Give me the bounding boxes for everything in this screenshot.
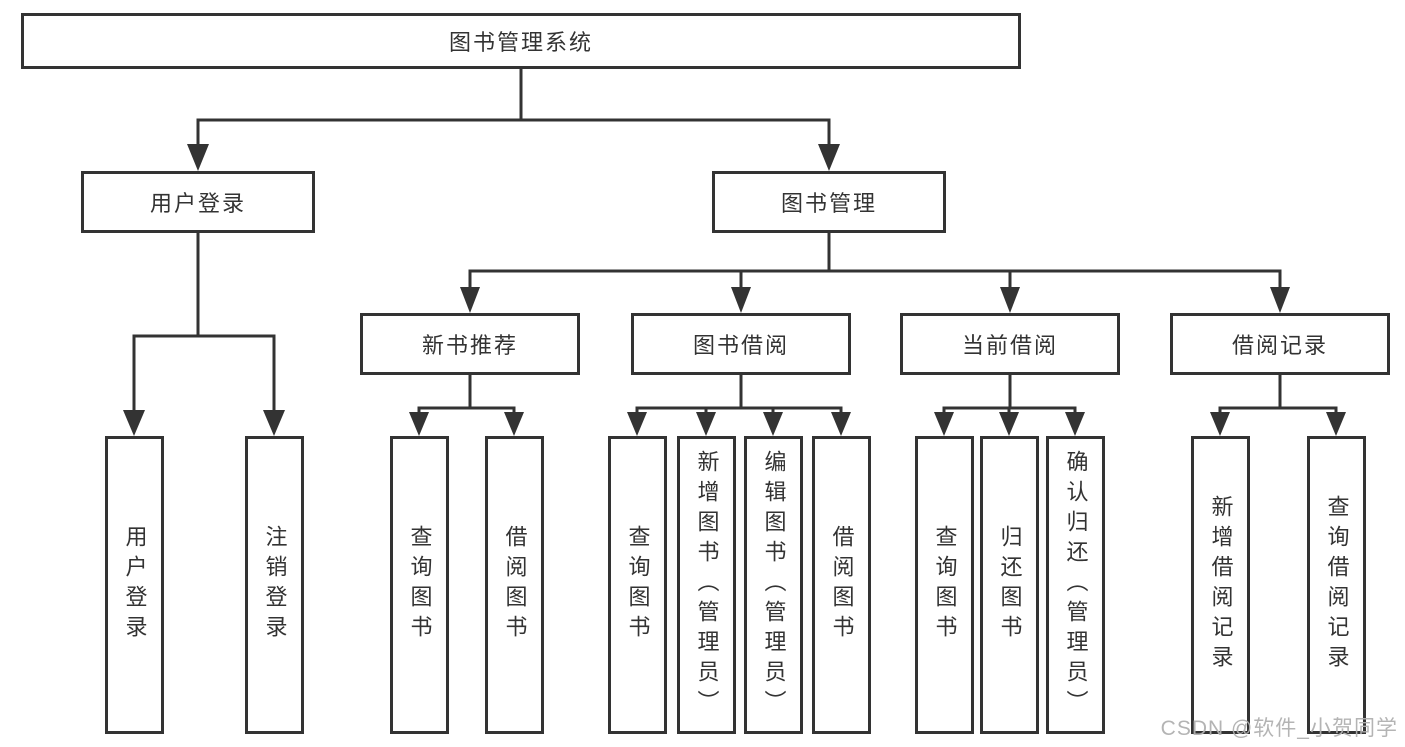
arrowhead-icon: [1326, 412, 1346, 436]
arrowhead-icon: [409, 412, 429, 436]
leaf-current-return-book: 归还图书: [980, 436, 1039, 734]
node-label: 借阅记录: [1231, 333, 1328, 358]
arrowhead-icon: [123, 410, 145, 436]
arrowhead-icon: [1270, 287, 1290, 313]
arrowhead-icon: [187, 144, 209, 171]
leaf-record-add-borrow-record: 新增借阅记录: [1191, 436, 1250, 734]
leaf-recommend-query-book: 查询图书: [390, 436, 449, 734]
arrowhead-icon: [263, 410, 285, 436]
edges-current-borrow-to-leaves: [934, 373, 1085, 436]
arrowhead-icon: [627, 412, 647, 436]
arrowhead-icon: [1000, 287, 1020, 313]
arrowhead-icon: [1065, 412, 1085, 436]
node-new-book-recommend: 新书推荐: [360, 313, 580, 375]
node-label: 借阅图书: [829, 525, 855, 645]
node-label: 新增图书（管理员）: [694, 450, 720, 720]
node-label: 借阅图书: [502, 525, 528, 645]
arrowhead-icon: [818, 144, 840, 171]
node-label: 查询图书: [932, 525, 958, 645]
leaf-logout-login: 注销登录: [245, 436, 304, 734]
node-library-management-system: 图书管理系统: [21, 13, 1021, 69]
edges-new-book-recommend-to-leaves: [409, 373, 524, 436]
node-label: 新书推荐: [421, 333, 518, 358]
node-user-login: 用户登录: [81, 171, 315, 233]
arrowhead-icon: [696, 412, 716, 436]
node-label: 查询借阅记录: [1324, 495, 1350, 675]
node-label: 确认归还（管理员）: [1063, 450, 1089, 720]
arrowhead-icon: [504, 412, 524, 436]
node-label: 编辑图书（管理员）: [761, 450, 787, 720]
node-label: 新增借阅记录: [1208, 495, 1234, 675]
csdn-watermark: CSDN @软件_小贺同学: [1160, 717, 1398, 740]
edges-borrow-record-to-leaves: [1210, 373, 1346, 436]
node-label: 查询图书: [407, 525, 433, 645]
leaf-record-query-borrow-record: 查询借阅记录: [1307, 436, 1366, 734]
node-book-management: 图书管理: [712, 171, 946, 233]
node-book-borrow: 图书借阅: [631, 313, 851, 375]
leaf-borrow-edit-book-admin: 编辑图书（管理员）: [744, 436, 803, 734]
node-label: 归还图书: [997, 525, 1023, 645]
arrowhead-icon: [1210, 412, 1230, 436]
node-label: 当前借阅: [961, 333, 1058, 358]
edges-root-to-level2: [187, 67, 840, 171]
node-label: 注销登录: [262, 525, 288, 645]
leaf-borrow-query-book: 查询图书: [608, 436, 667, 734]
node-label: 图书管理: [780, 191, 877, 216]
node-label: 图书借阅: [692, 333, 789, 358]
leaf-current-query-book: 查询图书: [915, 436, 974, 734]
arrowhead-icon: [999, 412, 1019, 436]
arrowhead-icon: [831, 412, 851, 436]
leaf-recommend-borrow-book: 借阅图书: [485, 436, 544, 734]
arrowhead-icon: [763, 412, 783, 436]
leaf-current-confirm-return-admin: 确认归还（管理员）: [1046, 436, 1105, 734]
leaf-borrow-add-book-admin: 新增图书（管理员）: [677, 436, 736, 734]
arrowhead-icon: [934, 412, 954, 436]
node-label: 用户登录: [149, 191, 246, 216]
edges-book-borrow-to-leaves: [627, 373, 851, 436]
edges-book-management-to-level3: [460, 231, 1290, 313]
edges-user-login-to-leaves: [123, 231, 285, 436]
arrowhead-icon: [460, 287, 480, 313]
arrowhead-icon: [731, 287, 751, 313]
node-label: 查询图书: [625, 525, 651, 645]
node-current-borrow: 当前借阅: [900, 313, 1120, 375]
node-label: 用户登录: [122, 525, 148, 645]
node-label: 图书管理系统: [448, 30, 593, 55]
node-borrow-record: 借阅记录: [1170, 313, 1390, 375]
leaf-borrow-borrow-book: 借阅图书: [812, 436, 871, 734]
leaf-user-login: 用户登录: [105, 436, 164, 734]
